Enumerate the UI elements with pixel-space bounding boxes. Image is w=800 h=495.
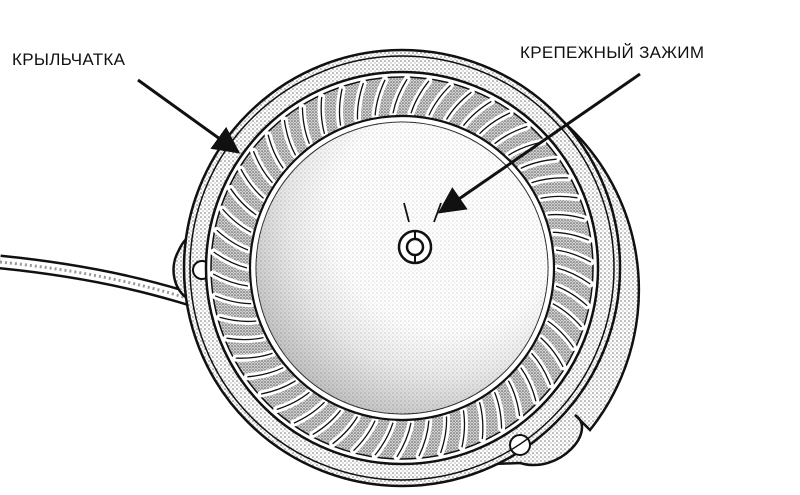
impeller-blade-edge bbox=[478, 402, 484, 440]
impeller-blade-edge bbox=[247, 367, 284, 378]
impeller-blade-edge bbox=[540, 195, 578, 200]
impeller-blades bbox=[209, 75, 595, 461]
impeller-blade-edge bbox=[283, 119, 297, 156]
impeller-blade-edge bbox=[276, 391, 310, 411]
impeller-blade-edge bbox=[479, 112, 511, 135]
impeller-blade-edge bbox=[332, 416, 359, 445]
impeller-blade-edge bbox=[461, 410, 466, 448]
impeller-blade-edge bbox=[374, 422, 394, 456]
impeller-blade-edge bbox=[428, 84, 451, 116]
impeller-blade-edge bbox=[540, 337, 564, 368]
impeller-blade-edge bbox=[462, 100, 492, 127]
impeller-blade-edge bbox=[260, 380, 296, 395]
impeller-blade-edge bbox=[353, 420, 376, 452]
impeller-blade-edge bbox=[252, 150, 273, 184]
impeller-blade-edge bbox=[494, 125, 528, 145]
clamp-leader-arrow bbox=[437, 72, 641, 214]
impeller-blade-edge bbox=[547, 320, 575, 348]
impeller-blade-edge bbox=[219, 316, 257, 323]
impeller-blade-edge bbox=[301, 107, 311, 144]
impeller-label: КРЫЛЬЧАТКА bbox=[12, 50, 126, 69]
impeller-blade-edge bbox=[547, 213, 585, 220]
impeller-blade-edge bbox=[507, 380, 521, 417]
power-cable bbox=[0, 254, 203, 310]
impeller-blade-edge bbox=[410, 80, 430, 114]
impeller-blade-edge bbox=[338, 88, 343, 126]
impeller-blade-edge bbox=[235, 352, 273, 359]
impeller-blade-edge bbox=[267, 134, 284, 169]
impeller-blade-edge bbox=[356, 82, 365, 120]
impeller-blade-edge bbox=[418, 420, 430, 457]
impeller-blade-edge bbox=[213, 251, 248, 269]
impeller-blade-edge bbox=[392, 78, 408, 114]
impeller-blade-edge bbox=[320, 96, 326, 134]
impeller-blade-edge bbox=[555, 285, 588, 307]
impeller-blade-edge bbox=[439, 416, 448, 454]
impeller-blade-edge bbox=[445, 91, 472, 120]
impeller-blade-edge bbox=[396, 422, 412, 458]
impeller-blade-edge bbox=[240, 168, 264, 199]
impeller-blade-edge bbox=[552, 231, 590, 241]
impeller-blade-edge bbox=[374, 79, 386, 116]
retaining-clip-label: КРЕПЕЖНЫЙ ЗАЖИМ bbox=[520, 43, 705, 62]
impeller-blade-edge bbox=[226, 336, 264, 341]
impeller-blade-edge bbox=[520, 158, 557, 169]
impeller-blade-edge bbox=[312, 409, 342, 436]
impeller-blade-edge bbox=[293, 401, 325, 424]
impeller-blade-edge bbox=[555, 249, 592, 263]
impeller-blade-edge bbox=[531, 352, 552, 386]
impeller-wheel bbox=[204, 70, 600, 466]
impeller-blade-edge bbox=[216, 229, 249, 251]
impeller-blade-edge bbox=[520, 367, 537, 402]
impeller-leader-arrow bbox=[137, 78, 241, 154]
impeller-blade-edge bbox=[552, 303, 582, 328]
impeller-blade-edge bbox=[556, 267, 591, 285]
impeller-blade-edge bbox=[212, 273, 249, 287]
impeller-blade-edge bbox=[214, 295, 252, 305]
impeller-blade-edge bbox=[493, 392, 503, 429]
impeller-blade-edge bbox=[229, 188, 257, 216]
impeller-blade-edge bbox=[222, 208, 252, 233]
retaining-clip bbox=[397, 202, 442, 265]
impeller-blade-edge bbox=[531, 177, 569, 184]
